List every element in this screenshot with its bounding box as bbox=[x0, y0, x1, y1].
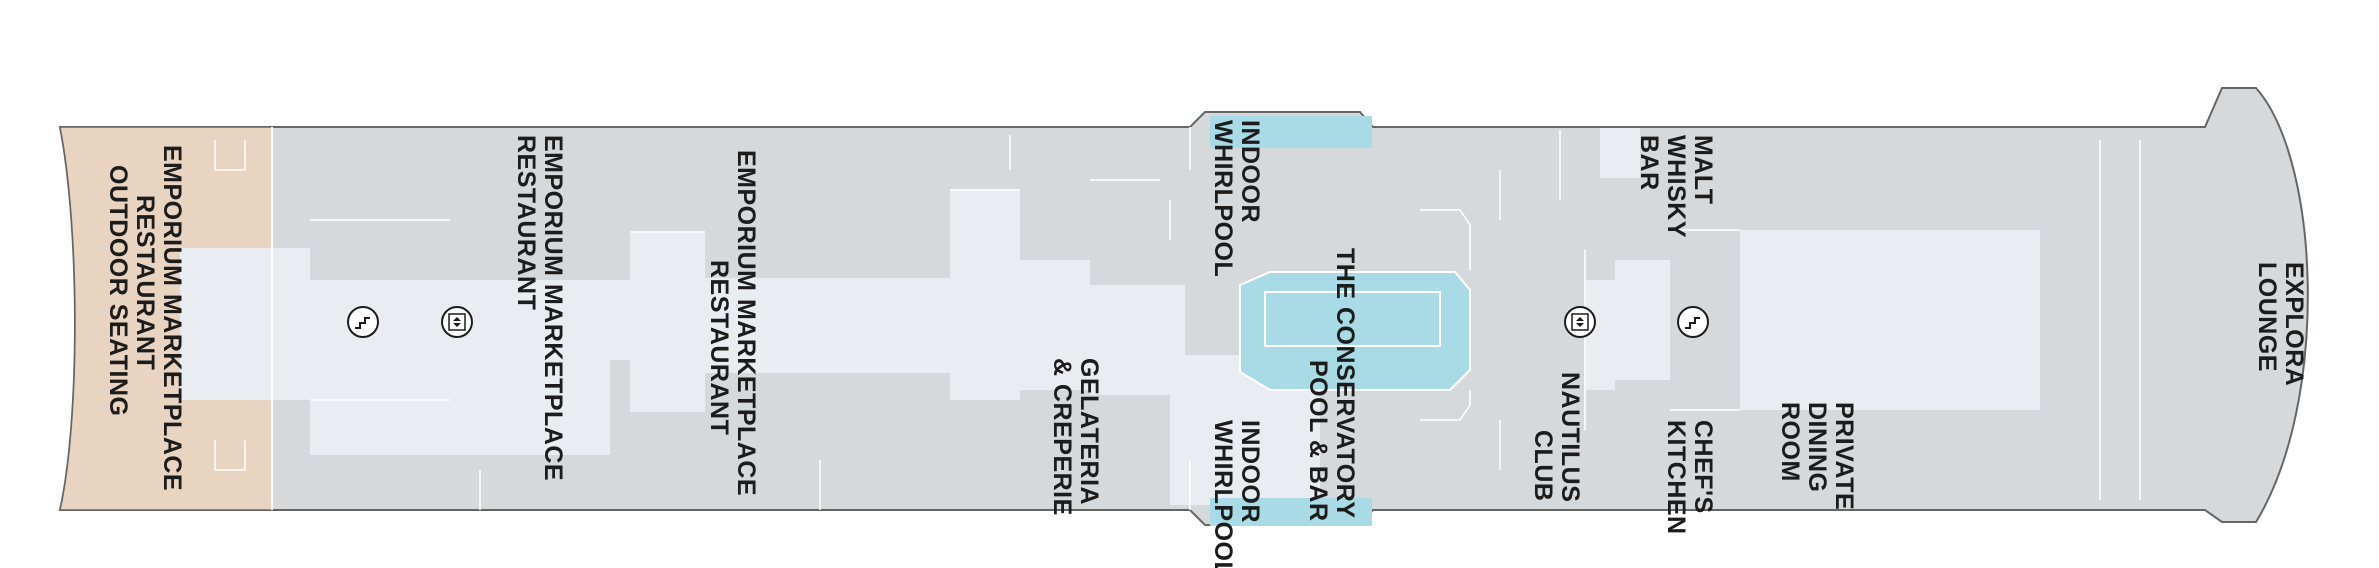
svg-text:LOUNGE: LOUNGE bbox=[2253, 262, 2281, 372]
stairs-icon bbox=[1677, 306, 1709, 338]
svg-text:ROOM: ROOM bbox=[1776, 402, 1804, 482]
svg-text:RESTAURANT: RESTAURANT bbox=[705, 260, 733, 435]
svg-text:WHIRLPOOL: WHIRLPOOL bbox=[1209, 420, 1237, 568]
stairs-icon bbox=[347, 306, 379, 338]
svg-text:BAR: BAR bbox=[1635, 135, 1663, 191]
label-gelateria: GELATERIA & CREPERIE bbox=[1048, 358, 1103, 516]
outdoor-seating-area bbox=[59, 126, 273, 511]
svg-text:INDOOR: INDOOR bbox=[1236, 420, 1264, 523]
svg-text:EXPLORA: EXPLORA bbox=[2280, 262, 2308, 386]
svg-text:WHISKY: WHISKY bbox=[1662, 135, 1690, 238]
svg-text:NAUTILUS: NAUTILUS bbox=[1556, 372, 1584, 502]
svg-text:MALT: MALT bbox=[1689, 135, 1717, 205]
svg-text:THE CONSERVATORY: THE CONSERVATORY bbox=[1331, 248, 1359, 519]
svg-text:PRIVATE: PRIVATE bbox=[1830, 402, 1858, 510]
svg-text:CHEF'S: CHEF'S bbox=[1689, 420, 1717, 514]
label-nautilus-club: NAUTILUS CLUB bbox=[1529, 372, 1584, 502]
elevator-icon bbox=[1564, 306, 1596, 338]
label-chefs-kitchen: CHEF'S KITCHEN bbox=[1662, 420, 1717, 535]
svg-text:EMPORIUM MARKETPLACE: EMPORIUM MARKETPLACE bbox=[732, 150, 760, 496]
svg-text:KITCHEN: KITCHEN bbox=[1662, 420, 1690, 535]
label-malt-whisky-bar: MALT WHISKY BAR bbox=[1635, 135, 1717, 238]
svg-text:INDOOR: INDOOR bbox=[1236, 120, 1264, 223]
interior-rooms bbox=[180, 128, 2040, 505]
label-indoor-whirlpool-top: INDOOR WHIRLPOOL bbox=[1209, 120, 1264, 277]
svg-text:EMPORIUM MARKETPLACE: EMPORIUM MARKETPLACE bbox=[158, 145, 186, 491]
svg-text:DINING: DINING bbox=[1803, 402, 1831, 493]
svg-text:OUTDOOR SEATING: OUTDOOR SEATING bbox=[104, 165, 132, 416]
svg-text:POOL & BAR: POOL & BAR bbox=[1304, 360, 1332, 522]
label-conservatory: THE CONSERVATORY POOL & BAR bbox=[1304, 248, 1359, 522]
svg-text:WHIRLPOOL: WHIRLPOOL bbox=[1209, 120, 1237, 277]
svg-text:EMPORIUM MARKETPLACE: EMPORIUM MARKETPLACE bbox=[539, 135, 567, 481]
svg-text:RESTAURANT: RESTAURANT bbox=[131, 195, 159, 370]
label-emporium-outdoor: EMPORIUM MARKETPLACE RESTAURANT OUTDOOR … bbox=[104, 145, 186, 491]
svg-text:GELATERIA: GELATERIA bbox=[1075, 358, 1103, 505]
label-explora-lounge: EXPLORA LOUNGE bbox=[2253, 262, 2308, 386]
label-indoor-whirlpool-bottom: INDOOR WHIRLPOOL bbox=[1209, 420, 1264, 568]
label-private-dining-room: PRIVATE DINING ROOM bbox=[1776, 402, 1858, 510]
interior-walls bbox=[214, 127, 2141, 510]
elevator-icon bbox=[441, 306, 473, 338]
label-emporium-marketplace-1: EMPORIUM MARKETPLACE RESTAURANT bbox=[512, 135, 567, 481]
label-emporium-marketplace-2: EMPORIUM MARKETPLACE RESTAURANT bbox=[705, 150, 760, 496]
svg-text:CLUB: CLUB bbox=[1529, 430, 1557, 501]
svg-text:RESTAURANT: RESTAURANT bbox=[512, 135, 540, 310]
svg-text:& CREPERIE: & CREPERIE bbox=[1048, 358, 1076, 516]
pools bbox=[1210, 116, 1471, 526]
